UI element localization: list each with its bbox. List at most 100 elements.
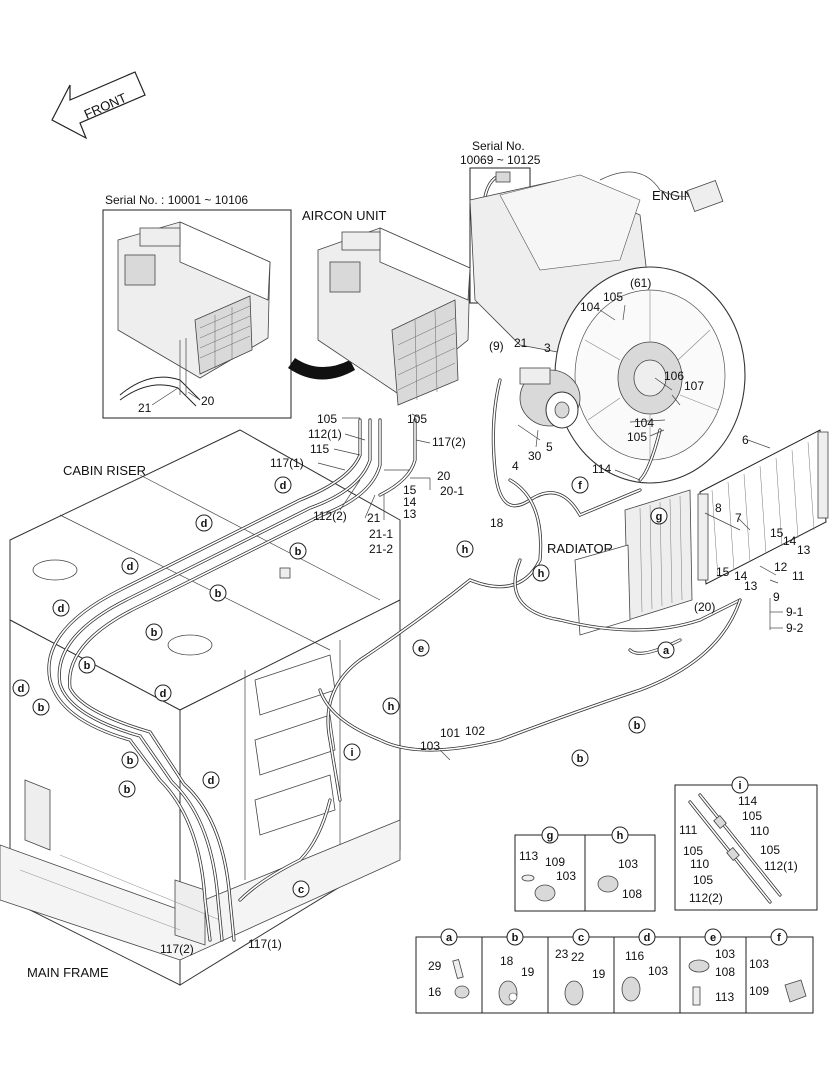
detail-e-113: 113 xyxy=(715,990,734,1004)
label-7: 7 xyxy=(735,511,742,525)
detail-a-16: 16 xyxy=(428,985,442,999)
label-20: 20 xyxy=(437,469,451,483)
detail-d-103: 103 xyxy=(648,964,668,978)
detail-d-116: 116 xyxy=(625,949,644,963)
detail-f-103: 103 xyxy=(749,957,769,971)
label-105-b: 105 xyxy=(407,412,427,426)
label-9: 9 xyxy=(773,590,780,604)
condenser-drawing xyxy=(697,429,829,585)
label-30: 30 xyxy=(528,449,542,463)
serial-left-heading: Serial No. : 10001 ~ 10106 xyxy=(105,193,248,207)
label-107: 107 xyxy=(684,379,704,393)
callout-c-main: c xyxy=(298,884,304,896)
main-labels: 105 105 112(1) 115 117(1) 117(2) 112(2) … xyxy=(160,276,811,956)
callout-b-5: b xyxy=(38,702,45,714)
label-105-c: 105 xyxy=(603,290,623,304)
callout-b-8: b xyxy=(634,720,641,732)
engine-drawing xyxy=(469,171,746,484)
callout-b-7: b xyxy=(124,784,131,796)
detail-i-box: i 114 105 111 110 105 105 110 112(1) 105… xyxy=(674,776,818,911)
label-3: 3 xyxy=(544,341,551,355)
label-21: 21 xyxy=(367,511,381,525)
label-117-2: 117(2) xyxy=(432,435,466,449)
label-103: 103 xyxy=(420,739,440,753)
label-4: 4 xyxy=(512,459,519,473)
callout-b-9: b xyxy=(577,753,584,765)
detail-h-108: 108 xyxy=(622,887,642,901)
detail-d-key: d xyxy=(644,932,651,944)
detail-i-105-d: 105 xyxy=(693,873,713,887)
label-20-1: 20-1 xyxy=(440,484,464,498)
label-21-1: 21-1 xyxy=(369,527,393,541)
label-101: 101 xyxy=(440,726,460,740)
label-18: 18 xyxy=(490,516,504,530)
detail-bottom-strip: a b c d e f 29 16 18 19 23 22 19 116 103… xyxy=(415,928,814,1014)
detail-c-22: 22 xyxy=(571,950,585,964)
label-11: 11 xyxy=(792,569,805,583)
detail-g-109: 109 xyxy=(545,855,565,869)
callout-b-3: b xyxy=(151,627,158,639)
serial-top-heading-1: Serial No. xyxy=(472,139,525,153)
detail-i-105-b: 105 xyxy=(683,844,703,858)
callout-i-main: i xyxy=(350,747,353,759)
label-6: 6 xyxy=(742,433,749,447)
label-15: 15 xyxy=(403,483,417,497)
label-12: 12 xyxy=(774,560,788,574)
callout-b-2: b xyxy=(215,588,222,600)
callout-f-main: f xyxy=(578,480,582,492)
label-102: 102 xyxy=(465,724,485,738)
aircon-unit-heading: AIRCON UNIT xyxy=(302,208,387,223)
label-15-c: 15 xyxy=(716,565,730,579)
callout-d-5: d xyxy=(18,683,25,695)
callout-d-7: d xyxy=(208,775,215,787)
label-115: 115 xyxy=(310,442,329,456)
callout-h-main-1: h xyxy=(462,544,469,556)
detail-c-23: 23 xyxy=(555,947,569,961)
detail-i-112-1: 112(1) xyxy=(764,859,798,873)
callout-b-1: b xyxy=(295,546,302,558)
inset-left-serial: Serial No. : 10001 ~ 10106 21 20 xyxy=(102,193,292,419)
main-frame-heading: MAIN FRAME xyxy=(27,965,109,980)
label-5: 5 xyxy=(546,440,553,454)
label-13-c: 13 xyxy=(744,579,758,593)
label-105-a: 105 xyxy=(317,412,337,426)
callout-circles: d b d b d b d b d b d b d b c e f g h h … xyxy=(12,476,675,898)
aircon-unit-drawing xyxy=(317,227,471,406)
label-114: 114 xyxy=(592,462,611,476)
inset-left-label-20: 20 xyxy=(201,394,215,408)
main-frame-drawing xyxy=(0,779,401,961)
label-112-2: 112(2) xyxy=(313,509,347,523)
serial-top-heading-2: 10069 ~ 10125 xyxy=(460,153,541,167)
detail-i-105-c: 105 xyxy=(760,843,780,857)
callout-h-main-2: h xyxy=(538,568,545,580)
label-14-c: 14 xyxy=(734,569,748,583)
detail-i-111: 111 xyxy=(679,823,698,837)
detail-b-key: b xyxy=(512,932,519,944)
front-arrow-icon: FRONT xyxy=(51,71,146,140)
callout-a-main: a xyxy=(663,645,670,657)
label-21-b: 21 xyxy=(514,336,528,350)
detail-e-108: 108 xyxy=(715,965,735,979)
detail-g-key: g xyxy=(547,830,554,842)
label-14-b: 14 xyxy=(783,534,797,548)
detail-i-key: i xyxy=(738,780,741,792)
detail-i-110-a: 110 xyxy=(750,824,769,838)
label-14: 14 xyxy=(403,495,417,509)
label-20-paren: (20) xyxy=(694,600,715,614)
detail-b-19: 19 xyxy=(521,965,535,979)
label-104-b: 104 xyxy=(634,416,654,430)
label-13-b: 13 xyxy=(797,543,811,557)
detail-h-key: h xyxy=(617,830,624,842)
detail-b-18: 18 xyxy=(500,954,514,968)
label-61: (61) xyxy=(630,276,651,290)
detail-h-103: 103 xyxy=(618,857,638,871)
detail-e-key: e xyxy=(710,932,716,944)
label-117-2-b: 117(2) xyxy=(160,942,194,956)
detail-i-112-2: 112(2) xyxy=(689,891,723,905)
label-15-b: 15 xyxy=(770,526,784,540)
detail-g-103: 103 xyxy=(556,869,576,883)
callout-d-4: d xyxy=(58,603,65,615)
inset-left-label-21: 21 xyxy=(138,401,152,415)
